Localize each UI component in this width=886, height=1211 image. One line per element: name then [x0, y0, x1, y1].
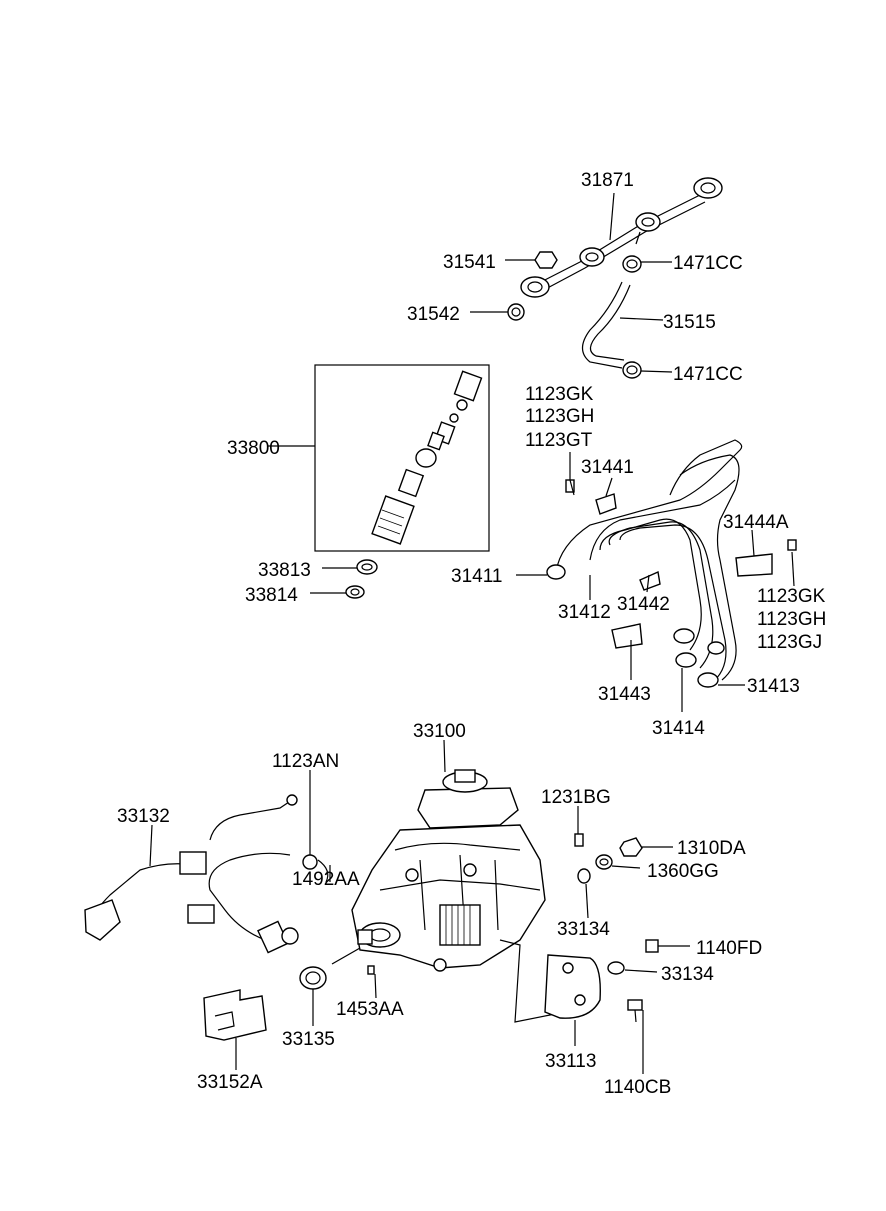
label-1123gj: 1123GJ	[757, 632, 822, 653]
label-1123gt: 1123GT	[525, 430, 593, 451]
label-31411: 31411	[451, 566, 502, 587]
label-31871: 31871	[581, 170, 634, 191]
label-31412: 31412	[558, 602, 611, 623]
label-31443: 31443	[598, 684, 651, 705]
label-33134-bottom: 33134	[661, 964, 714, 985]
label-33100: 33100	[413, 721, 466, 742]
label-1123gk-top: 1123GK	[525, 384, 594, 405]
injection-pipes	[546, 439, 797, 688]
small-parts-right	[203, 833, 659, 1041]
label-31515: 31515	[663, 312, 716, 333]
label-31442: 31442	[617, 594, 670, 615]
label-1453aa: 1453AA	[336, 999, 404, 1020]
label-33132: 33132	[117, 806, 170, 827]
label-1231bg: 1231BG	[541, 787, 611, 808]
label-33814: 33814	[245, 585, 298, 606]
label-33134-top: 33134	[557, 919, 610, 940]
label-1140fd: 1140FD	[696, 938, 762, 959]
label-1140cb: 1140CB	[604, 1077, 671, 1098]
injection-pump	[351, 769, 556, 1023]
label-33800: 33800	[227, 438, 280, 459]
label-1471cc-top: 1471CC	[673, 253, 743, 274]
label-31541: 31541	[443, 252, 496, 273]
nozzle-assembly-box	[267, 364, 490, 599]
wire-harness	[84, 794, 329, 954]
label-1123gh-top: 1123GH	[525, 406, 594, 427]
label-33135: 33135	[282, 1029, 335, 1050]
label-31444a: 31444A	[723, 512, 789, 533]
label-33113: 33113	[545, 1051, 596, 1072]
label-1471cc-bottom: 1471CC	[673, 364, 743, 385]
label-1492aa: 1492AA	[292, 869, 360, 890]
label-31413: 31413	[747, 676, 800, 697]
label-1360gg: 1360GG	[647, 861, 719, 882]
label-31441: 31441	[581, 457, 634, 478]
label-1123gh-right: 1123GH	[757, 609, 826, 630]
label-31542: 31542	[407, 304, 460, 325]
leader-lines-bottom	[149, 739, 690, 1074]
label-33152a: 33152A	[197, 1072, 263, 1093]
label-31414: 31414	[652, 718, 705, 739]
label-33813: 33813	[258, 560, 311, 581]
leader-lines-top	[470, 192, 673, 373]
label-1123an: 1123AN	[272, 751, 339, 772]
leader-lines-pipes	[516, 452, 795, 712]
part-number-labels: 31871 31541 1471CC 31542 31515 1471CC 33…	[117, 170, 826, 1098]
label-1123gk-right: 1123GK	[757, 586, 826, 607]
label-1310da: 1310DA	[677, 838, 746, 859]
return-line-assembly	[507, 177, 723, 379]
